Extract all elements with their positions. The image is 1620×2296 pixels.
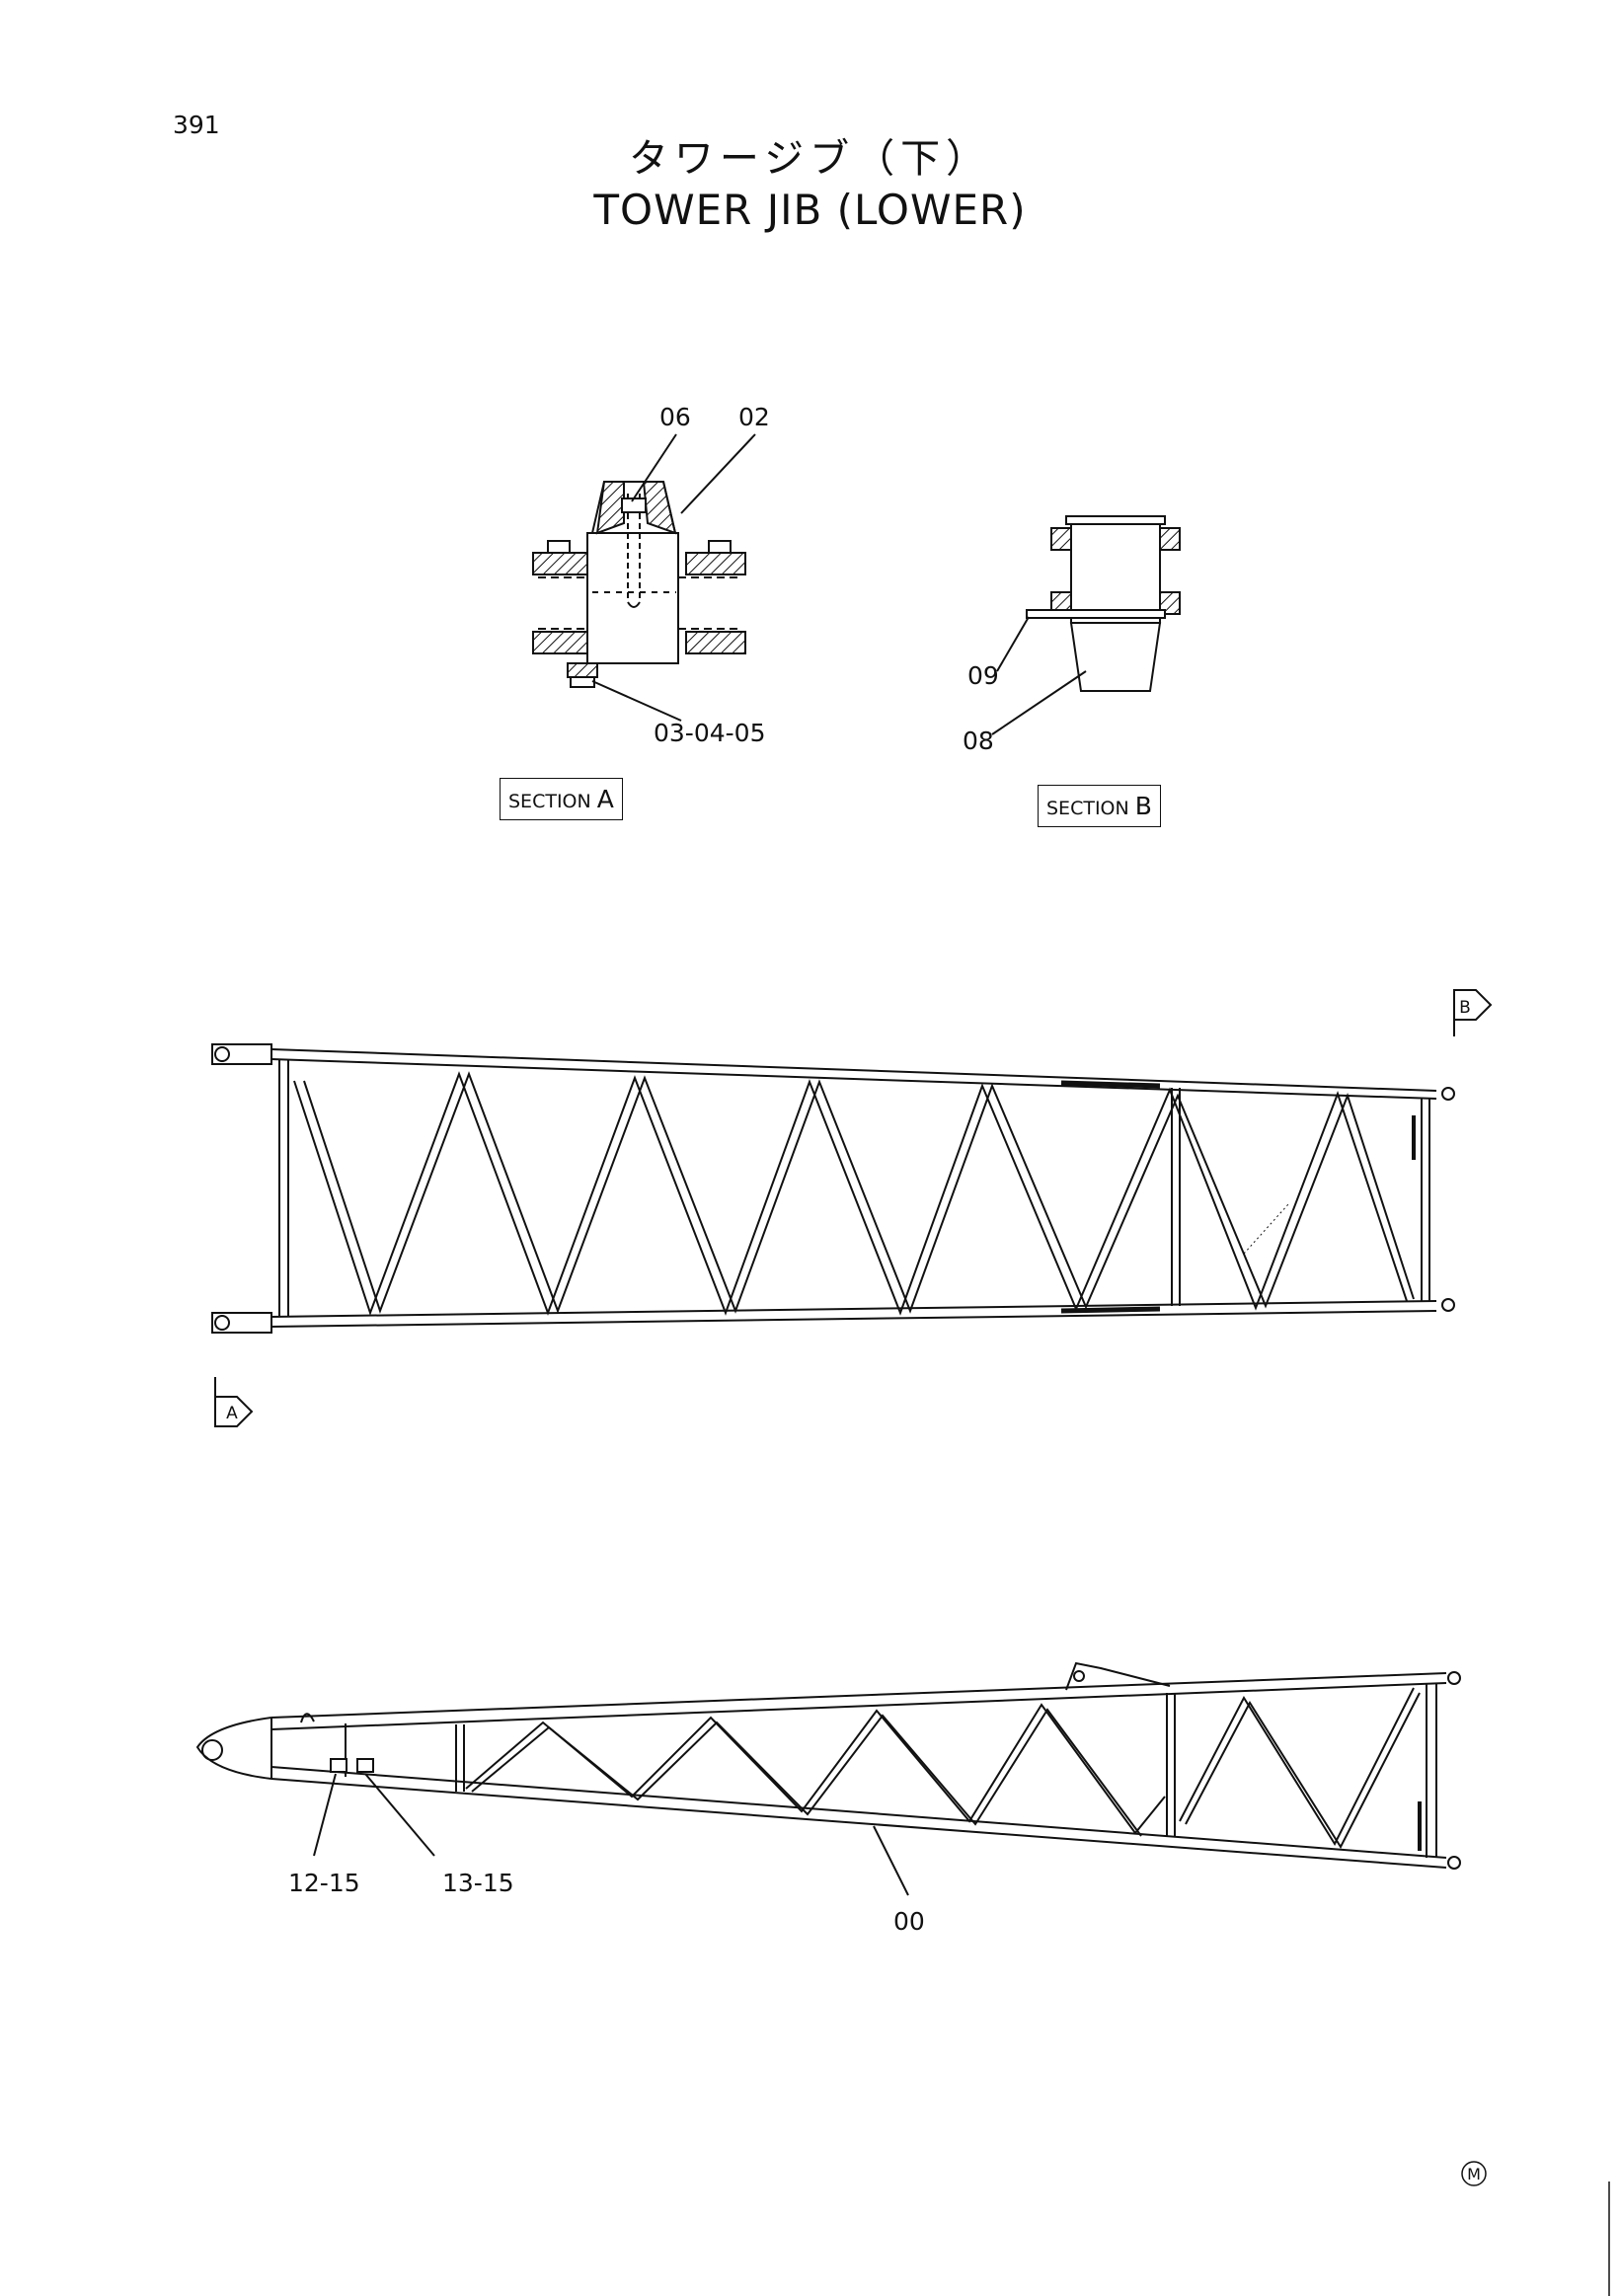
side-view-lacing [465, 1687, 1421, 1850]
callout-02: 02 [738, 403, 770, 431]
page-number: 391 [173, 111, 220, 139]
view-arrow-b: B [1453, 989, 1493, 1036]
view-arrow-a-letter: A [226, 1404, 238, 1423]
view-arrow-a: A [214, 1377, 254, 1427]
title-english: TOWER JIB (LOWER) [593, 186, 1027, 234]
title-japanese: タワージブ（下） [628, 136, 992, 182]
footer-mark: M [1467, 2165, 1481, 2183]
jib-side-view [195, 1661, 1461, 1896]
callout-08: 08 [963, 727, 994, 755]
callout-09: 09 [967, 661, 999, 690]
callout-03-04-05: 03-04-05 [654, 719, 766, 747]
footer-mark-circle [1461, 2161, 1487, 2186]
section-a-letter: A [596, 785, 614, 813]
callout-12-15: 12-15 [288, 1869, 360, 1897]
callout-06: 06 [659, 403, 691, 431]
section-a-detail [532, 433, 756, 722]
section-b-label: SECTION B [1038, 785, 1161, 827]
callout-00: 00 [893, 1907, 925, 1936]
section-a-label: SECTION A [500, 778, 623, 820]
section-a-word: SECTION [508, 791, 591, 812]
section-b-word: SECTION [1046, 798, 1129, 819]
top-view-lacing [293, 1071, 1415, 1317]
jib-top-view [211, 1043, 1455, 1334]
callout-13-15: 13-15 [442, 1869, 514, 1897]
section-b-letter: B [1134, 792, 1152, 820]
section-b-detail [991, 515, 1181, 735]
view-arrow-b-letter: B [1459, 998, 1471, 1018]
